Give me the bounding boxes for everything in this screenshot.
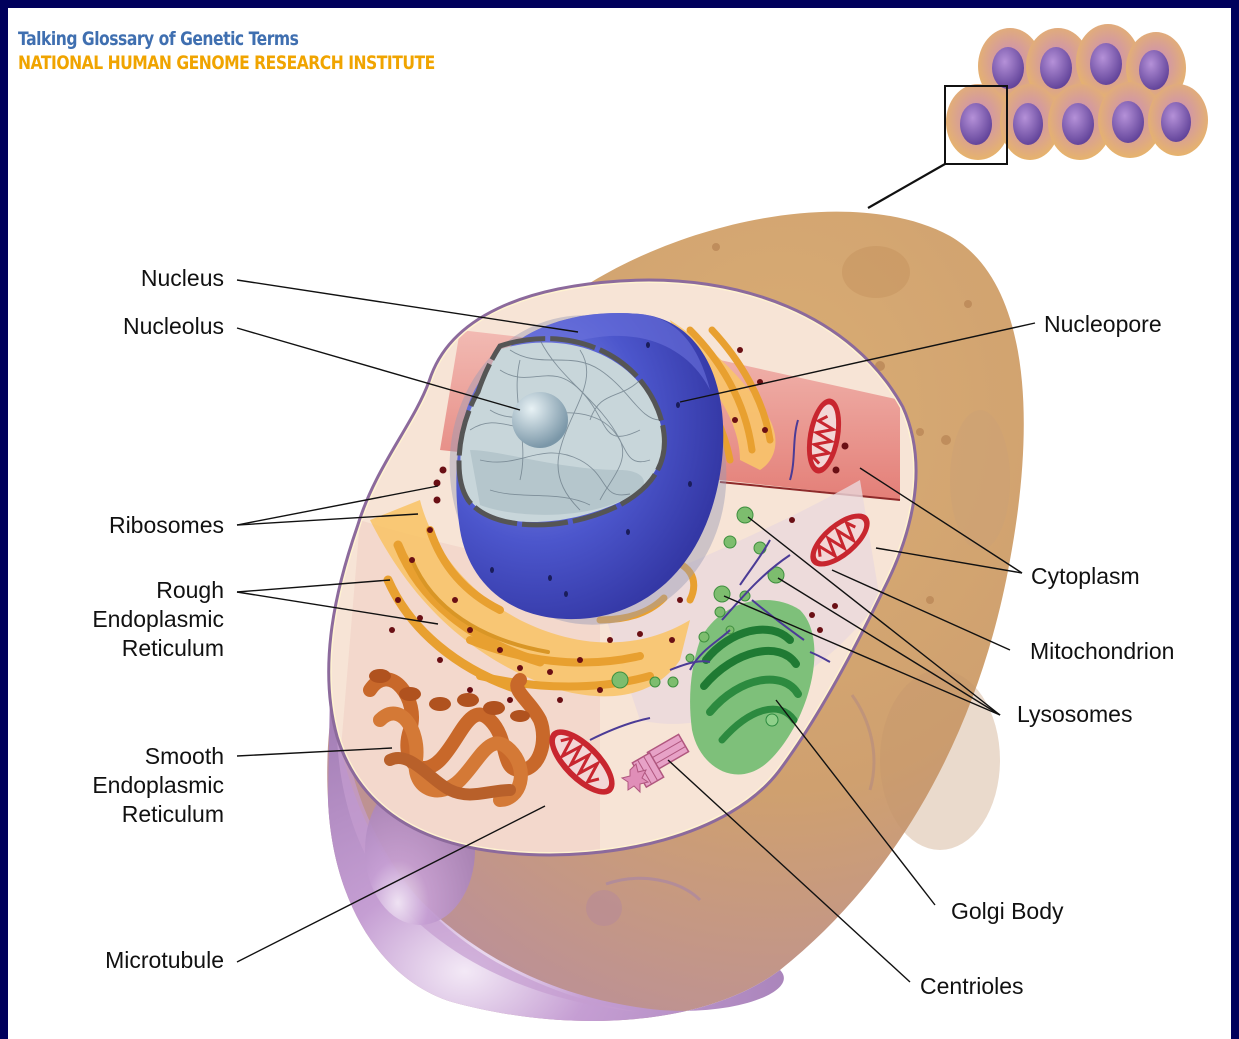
label-rough-er-line2: Endoplasmic — [92, 606, 224, 632]
label-rough-er-line1: Rough — [156, 577, 224, 603]
label-centrioles: Centrioles — [920, 973, 1024, 999]
label-microtubule: Microtubule — [105, 947, 224, 973]
label-ribosomes: Ribosomes — [109, 512, 224, 538]
label-lysosomes: Lysosomes — [1017, 701, 1132, 727]
label-rough-er-line3: Reticulum — [122, 635, 224, 661]
tissue-cell-cluster — [868, 24, 1208, 208]
label-golgi-body: Golgi Body — [951, 898, 1064, 924]
label-nucleus: Nucleus — [141, 265, 224, 291]
label-nucleopore: Nucleopore — [1044, 311, 1162, 337]
label-mitochondrion: Mitochondrion — [1030, 638, 1174, 664]
animal-cell-diagram: Nucleus Nucleolus Ribosomes Rough Endopl… — [8, 8, 1231, 1039]
label-nucleolus: Nucleolus — [123, 313, 224, 339]
label-smooth-er-line2: Endoplasmic — [92, 772, 224, 798]
zoom-line — [868, 164, 945, 208]
label-smooth-er-line3: Reticulum — [122, 801, 224, 827]
label-smooth-er-line1: Smooth — [145, 743, 224, 769]
diagram-panel: Talking Glossary of Genetic Terms NATION… — [8, 8, 1231, 1039]
label-cytoplasm: Cytoplasm — [1031, 563, 1140, 589]
